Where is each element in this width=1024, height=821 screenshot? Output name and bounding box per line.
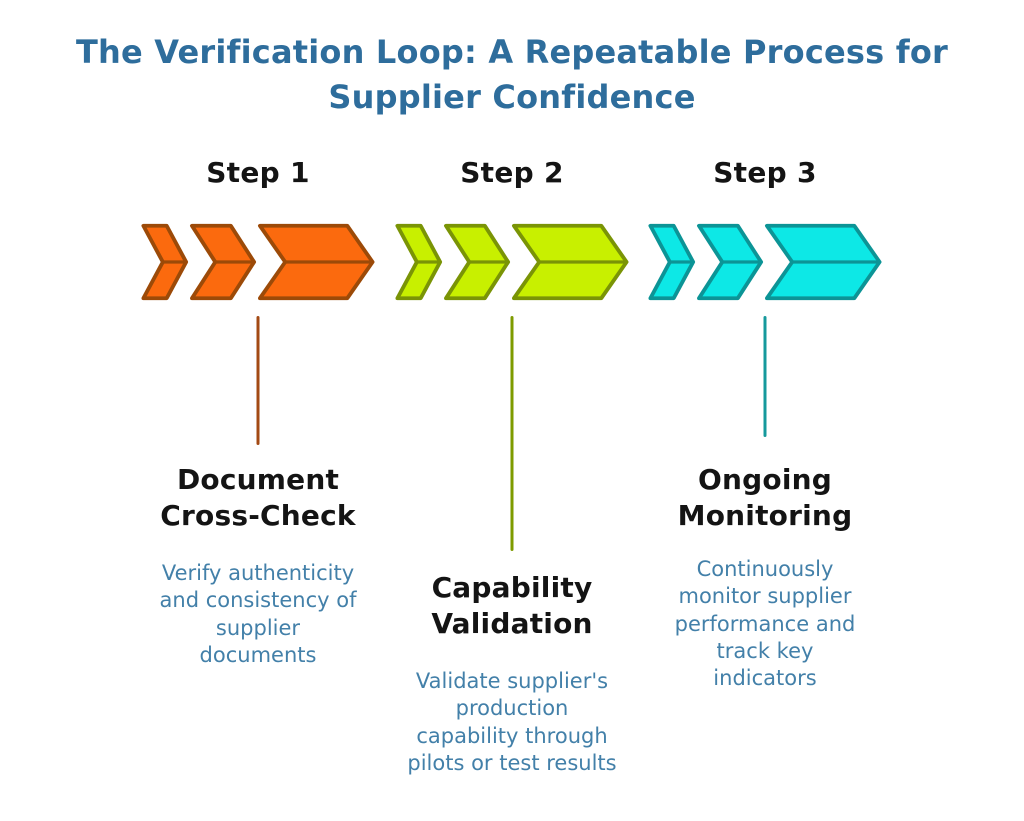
step-1-heading: Document Cross-Check [160,463,356,532]
connector-line [763,316,767,437]
page-title: The Verification Loop: A Repeatable Proc… [75,33,949,116]
step-3-description: Continuously monitor supplier performanc… [674,557,856,691]
step-2-label: Step 2 [460,156,564,189]
step-column-1: Step 1 Document Cross-Check Verify authe… [113,0,403,821]
step-1-label: Step 1 [206,156,310,189]
step-1-description: Verify authenticity and consistency of s… [159,561,357,667]
triple-chevron-right-icon [395,223,629,301]
step-2-description: Validate supplier's production capabilit… [407,669,617,775]
step-3-heading: Ongoing Monitoring [677,463,853,532]
step-3-label: Step 3 [713,156,817,189]
step-column-2: Step 2 Capability Validation Validate su… [367,0,657,821]
step-column-3: Step 3 Ongoing Monitoring Continuously m… [620,0,910,821]
connector-line [510,316,514,551]
step-2-heading: Capability Validation [431,571,593,640]
triple-chevron-right-icon [141,223,375,301]
connector-line [256,316,260,445]
triple-chevron-right-icon [648,223,882,301]
